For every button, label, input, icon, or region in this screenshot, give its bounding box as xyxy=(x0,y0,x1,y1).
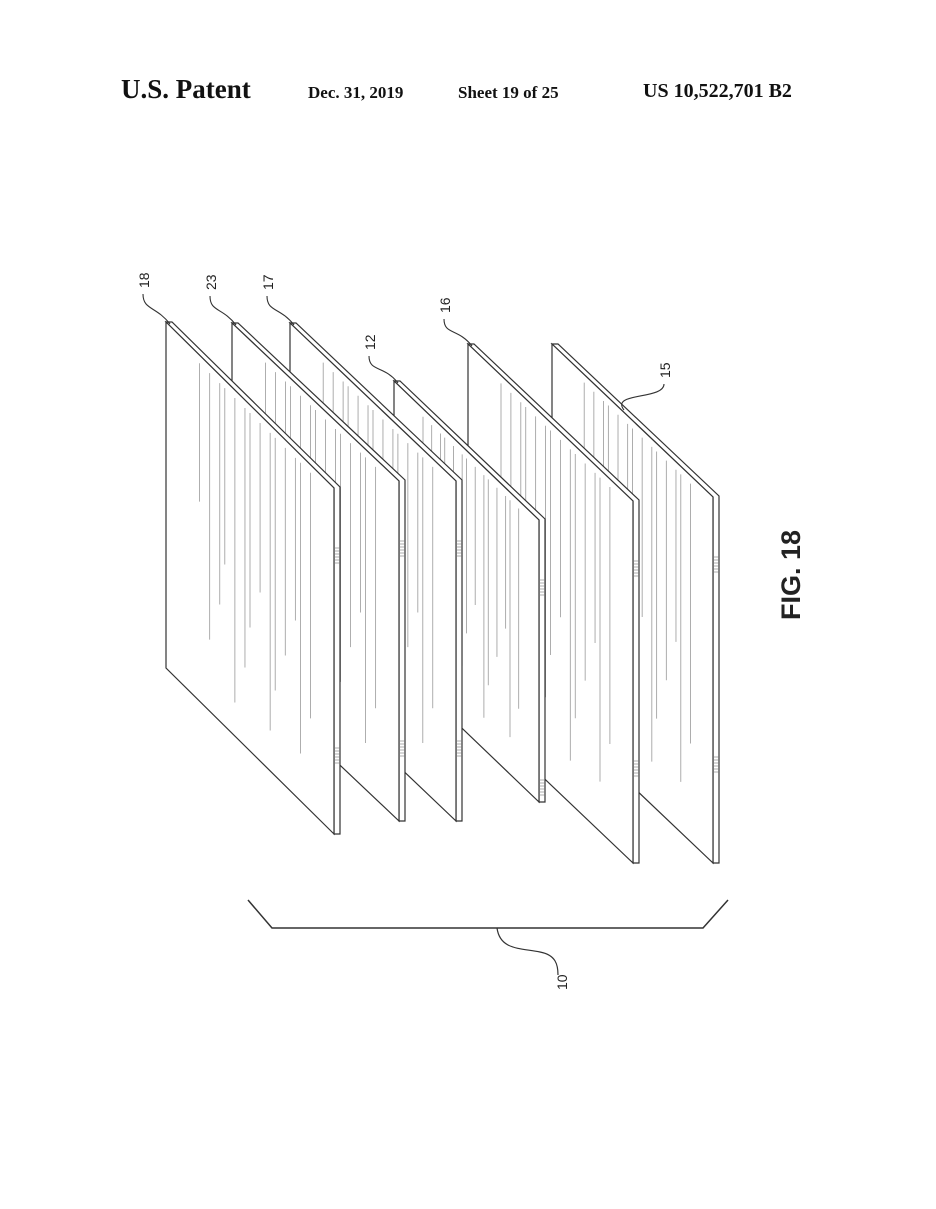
leader-line xyxy=(266,295,295,326)
layer-stack xyxy=(164,320,720,865)
leader-line xyxy=(443,318,473,347)
layer-ref-label: 18 xyxy=(136,272,152,288)
layer-ref-label: 17 xyxy=(260,274,276,290)
layer-ref-label: 15 xyxy=(657,362,673,378)
layer-plate-18 xyxy=(164,320,341,836)
reference-labels: 15 16 12 17 23 18 xyxy=(136,272,673,411)
assembly-ref-label: 10 xyxy=(554,974,570,990)
leader-line xyxy=(368,355,399,384)
layer-ref-label: 16 xyxy=(437,297,453,313)
patent-date: Dec. 31, 2019 xyxy=(308,83,404,102)
layer-ref-label: 12 xyxy=(362,334,378,350)
layer-ref-label: 23 xyxy=(203,274,219,290)
sheet-number: Sheet 19 of 25 xyxy=(458,83,559,102)
patent-number: US 10,522,701 B2 xyxy=(643,80,792,102)
leader-line xyxy=(209,295,237,326)
assembly-bracket: 10 xyxy=(247,899,729,990)
patent-header-title: U.S. Patent xyxy=(121,74,251,104)
leader-line xyxy=(621,383,665,411)
leader-line xyxy=(142,293,171,325)
figure-label: FIG. 18 xyxy=(776,530,806,620)
